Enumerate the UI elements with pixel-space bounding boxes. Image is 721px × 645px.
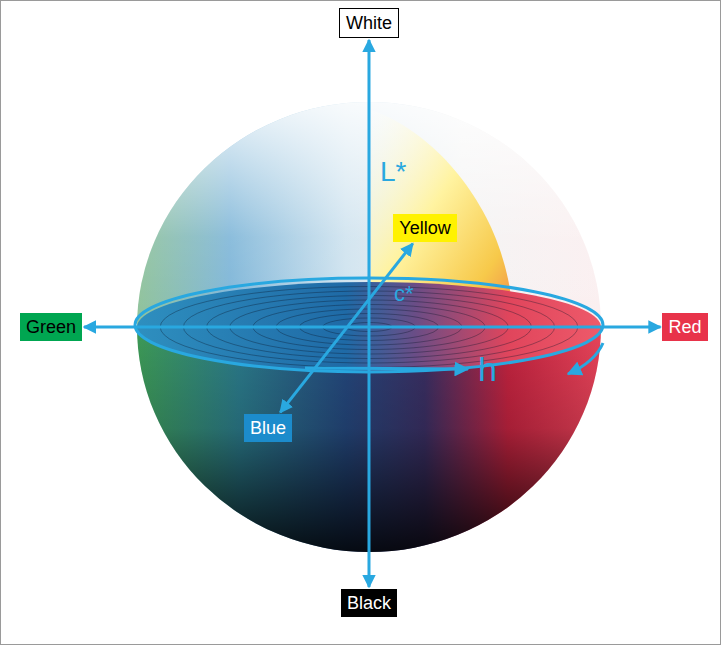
- chroma-ring: [299, 314, 438, 341]
- blue-axis-box: Blue: [244, 414, 292, 442]
- chroma-ring: [323, 318, 416, 336]
- black-pole-box: Black: [341, 589, 397, 617]
- lightness-axis-label: L*: [380, 158, 406, 186]
- axis-label: Green: [26, 316, 76, 338]
- red-axis-box: Red: [662, 313, 707, 341]
- chroma-ring: [253, 305, 485, 350]
- axis-arrow: [84, 326, 660, 329]
- axis-arrow: [280, 244, 413, 413]
- axis-arrow: [367, 40, 370, 587]
- axis-label: White: [346, 12, 392, 34]
- chroma-ring: [183, 291, 554, 363]
- chroma-ring: [346, 323, 392, 332]
- axis-label: Black: [347, 592, 391, 614]
- chroma-ring: [207, 296, 532, 359]
- chroma-ring: [230, 300, 508, 354]
- axis-label: Yellow: [399, 217, 450, 239]
- hue-turn-arrow: [568, 343, 603, 374]
- chroma-ring: [276, 309, 462, 345]
- axis-label: Blue: [250, 417, 286, 439]
- chroma-ring: [160, 287, 578, 368]
- yellow-axis-box: Yellow: [393, 214, 456, 242]
- white-pole-box: White: [339, 8, 399, 38]
- hue-arrow: [305, 368, 468, 369]
- axis-label: Red: [668, 316, 701, 338]
- hue-angle-label: h: [478, 352, 497, 386]
- chroma-label: c*: [394, 283, 414, 305]
- hue-ring: [135, 278, 603, 372]
- chroma-rings: [160, 287, 578, 368]
- green-axis-box: Green: [20, 313, 82, 341]
